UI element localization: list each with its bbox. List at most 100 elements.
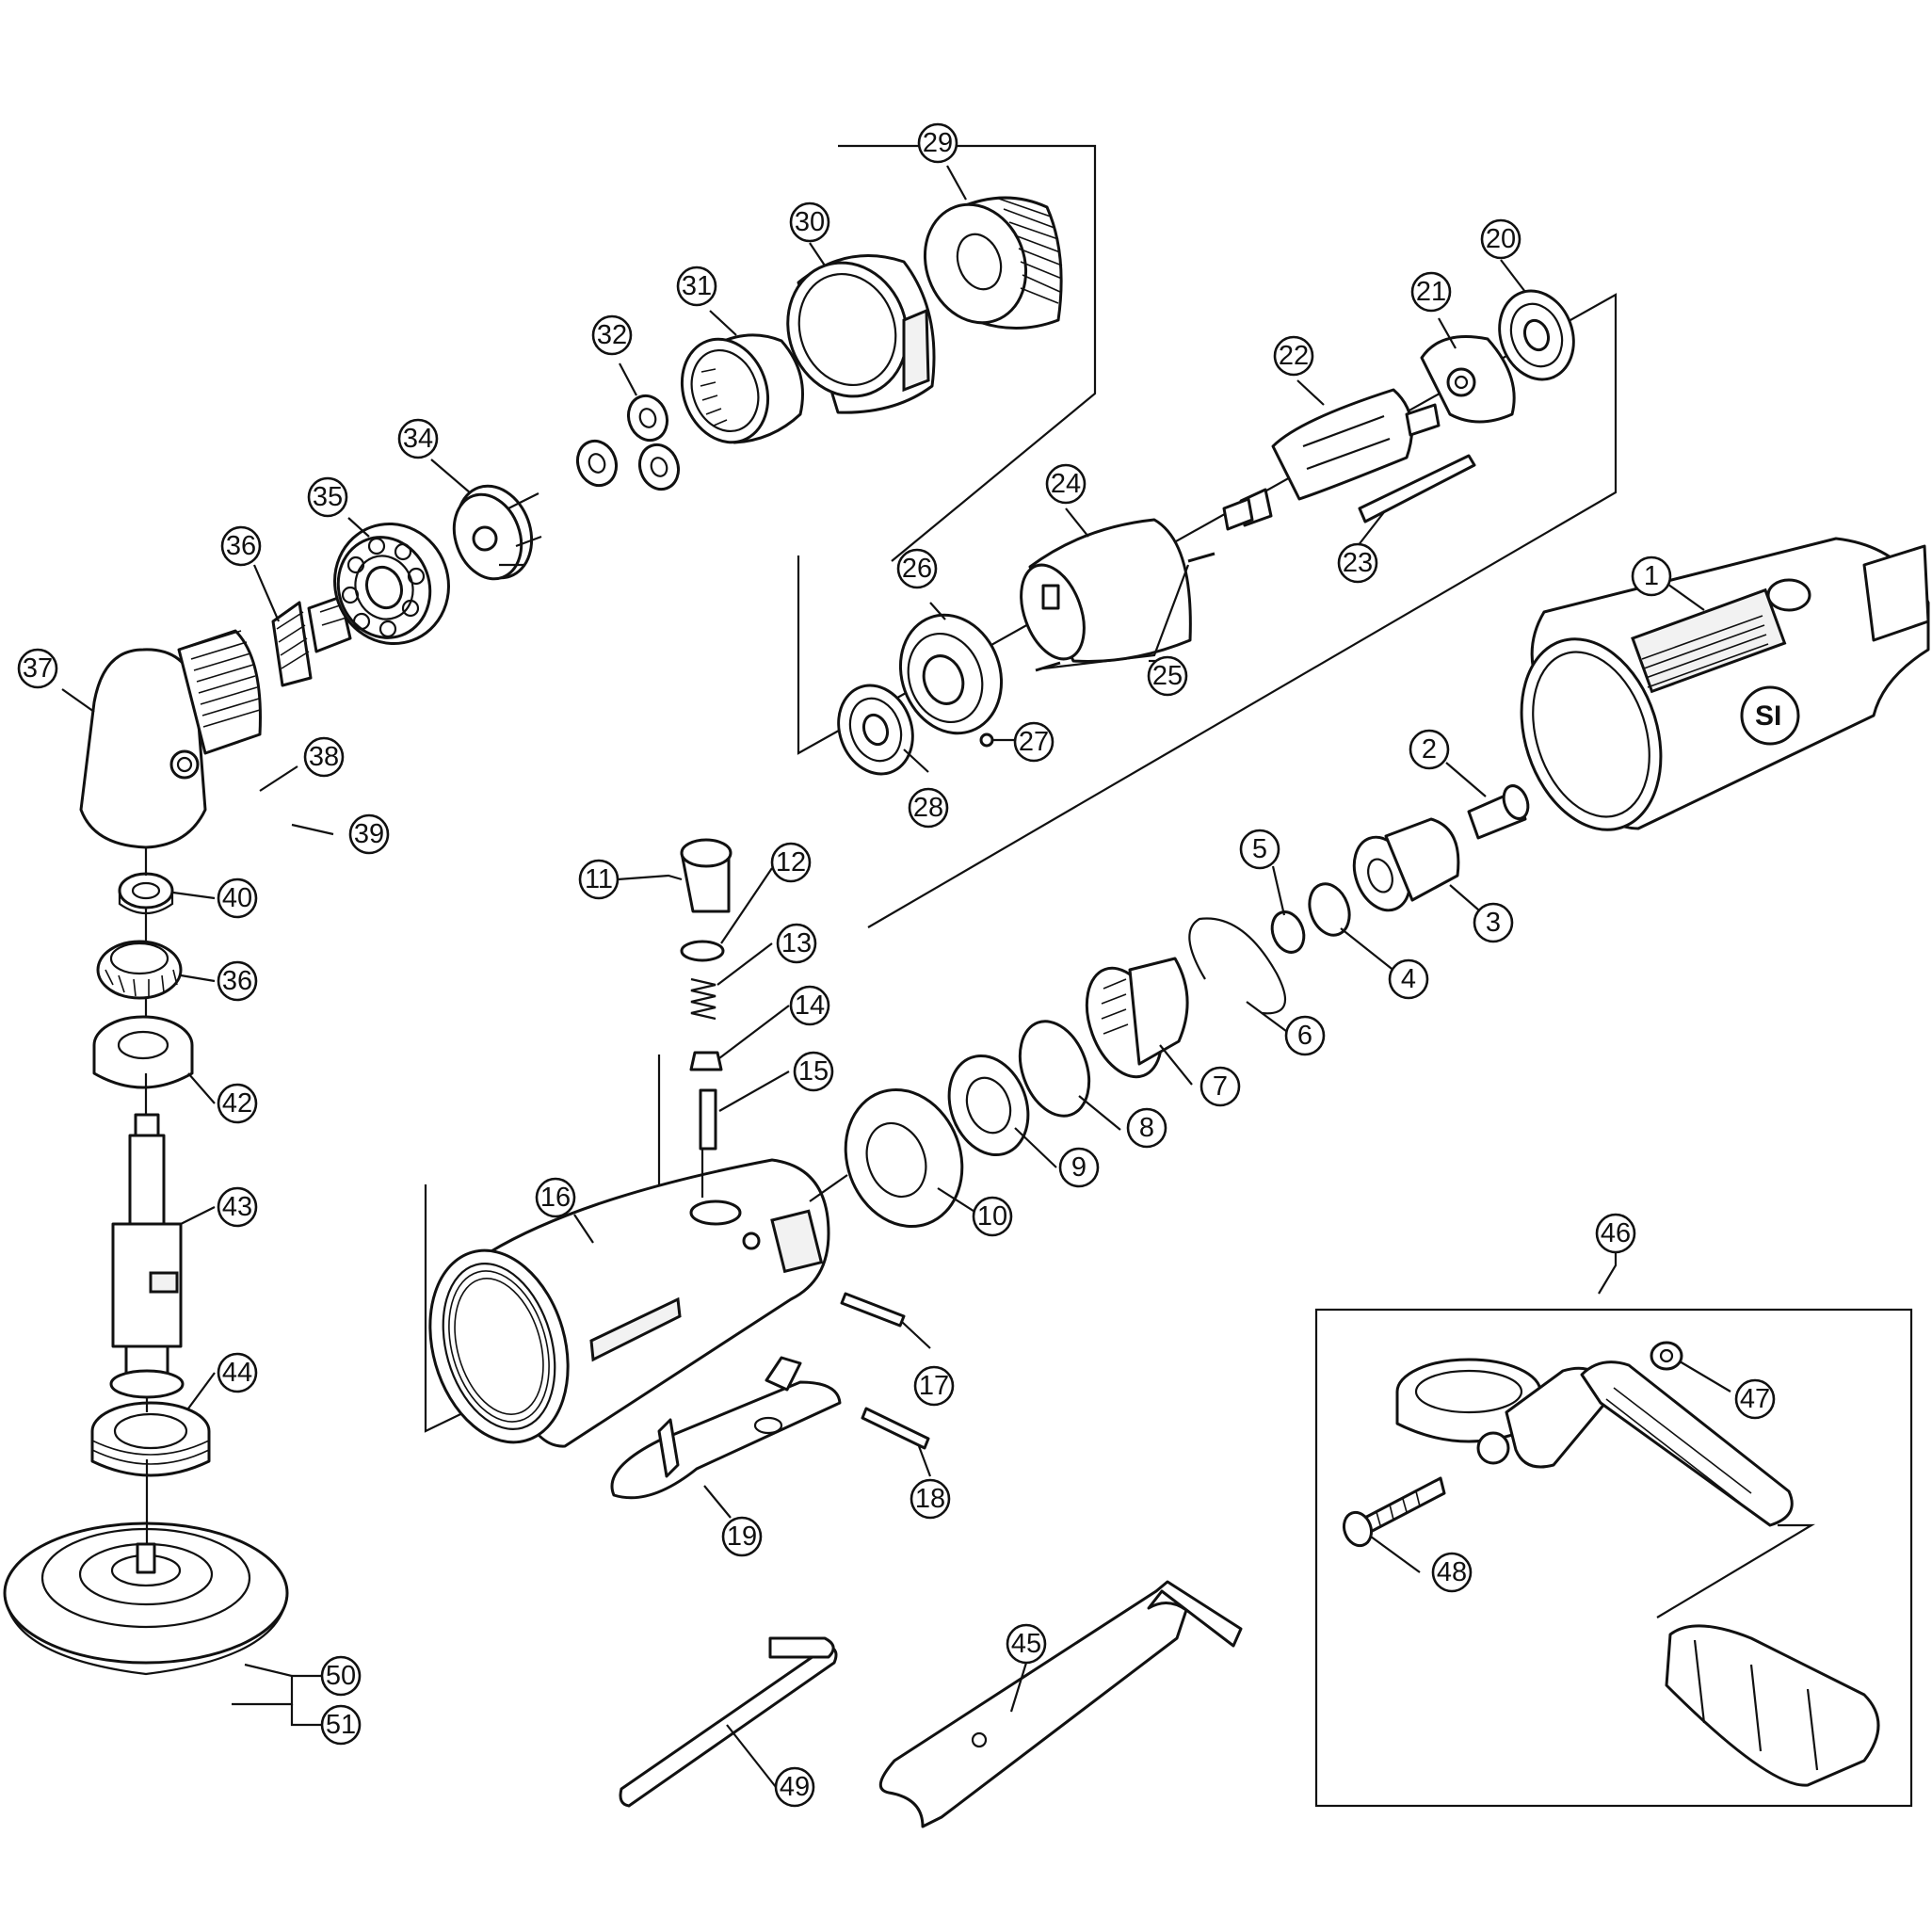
callout-15: 15 xyxy=(793,1051,834,1092)
backing-pad-50-51 xyxy=(3,1521,289,1676)
callout-24: 24 xyxy=(1045,463,1087,505)
callout-10: 10 xyxy=(972,1196,1013,1237)
o-ring-5 xyxy=(1270,910,1306,954)
frame-upper-gear-group xyxy=(838,144,1097,562)
callout-31: 31 xyxy=(676,266,717,307)
lock-nut-44 xyxy=(90,1401,211,1477)
svg-text:21: 21 xyxy=(1416,277,1446,307)
svg-text:18: 18 xyxy=(915,1484,945,1514)
callout-17: 17 xyxy=(913,1365,955,1407)
callout-21: 21 xyxy=(1410,271,1452,313)
callout-3: 3 xyxy=(1473,902,1514,943)
o-ring-12 xyxy=(680,940,725,962)
callout-45: 45 xyxy=(1006,1623,1047,1665)
vane-23 xyxy=(1358,454,1476,523)
svg-text:28: 28 xyxy=(913,793,943,823)
frame-side-handle-kit xyxy=(1314,1308,1913,1808)
front-plate-26 xyxy=(898,613,1004,735)
svg-text:51: 51 xyxy=(326,1710,356,1740)
threaded-cap-29 xyxy=(923,196,1063,330)
callout-36-lower: 36 xyxy=(217,960,258,1002)
callout-50: 50 xyxy=(320,1655,362,1697)
bolt-48 xyxy=(1342,1476,1446,1548)
svg-text:10: 10 xyxy=(977,1201,1007,1232)
callout-19: 19 xyxy=(721,1516,763,1557)
snap-ring-6 xyxy=(1188,917,1286,1015)
callout-40: 40 xyxy=(217,877,258,919)
planet-gears-32 xyxy=(575,394,681,491)
bevel-gear-lower xyxy=(96,940,183,1000)
pins-25 xyxy=(1035,552,1216,672)
callout-27: 27 xyxy=(1013,721,1055,763)
inlet-bushing-3 xyxy=(1352,817,1460,912)
valve-stem-14 xyxy=(689,1051,723,1071)
svg-text:6: 6 xyxy=(1297,1021,1312,1051)
callout-34: 34 xyxy=(397,418,439,459)
callout-26: 26 xyxy=(896,548,938,589)
callout-5: 5 xyxy=(1239,829,1280,870)
callout-49: 49 xyxy=(774,1766,815,1808)
internal-gear-31 xyxy=(680,333,804,444)
callout-48: 48 xyxy=(1431,1552,1473,1593)
planet-gear xyxy=(637,443,681,491)
ball-bearing-35 xyxy=(333,522,450,646)
svg-text:25: 25 xyxy=(1152,661,1183,691)
callout-39: 39 xyxy=(348,813,390,855)
callout-46: 46 xyxy=(1595,1213,1636,1254)
svg-text:3: 3 xyxy=(1486,908,1501,938)
callout-28: 28 xyxy=(908,787,949,829)
svg-text:9: 9 xyxy=(1071,1152,1087,1183)
bevel-gear-upper xyxy=(271,595,352,687)
svg-text:31: 31 xyxy=(682,271,712,301)
svg-text:36: 36 xyxy=(226,531,256,561)
callout-51: 51 xyxy=(320,1704,362,1746)
svg-text:5: 5 xyxy=(1252,834,1267,864)
svg-text:24: 24 xyxy=(1051,469,1081,499)
pin-17 xyxy=(840,1292,906,1328)
callout-20: 20 xyxy=(1480,218,1521,260)
bearing-42 xyxy=(92,1015,194,1089)
svg-text:50: 50 xyxy=(326,1661,356,1691)
planet-gear xyxy=(575,439,619,488)
svg-text:44: 44 xyxy=(222,1358,252,1388)
pin-18 xyxy=(861,1407,930,1450)
svg-text:47: 47 xyxy=(1740,1384,1770,1414)
callout-13: 13 xyxy=(776,923,817,964)
front-bearing-28 xyxy=(837,684,914,776)
callout-1: 1 xyxy=(1631,555,1672,597)
callout-29: 29 xyxy=(917,122,958,164)
nut-47 xyxy=(1650,1341,1683,1371)
callout-9: 9 xyxy=(1058,1147,1100,1188)
callout-37: 37 xyxy=(17,648,58,689)
throttle-valve-7 xyxy=(1085,957,1189,1079)
regulator-9 xyxy=(947,1054,1030,1157)
svg-text:32: 32 xyxy=(597,320,627,350)
callout-12: 12 xyxy=(770,842,812,883)
callout-25: 25 xyxy=(1147,655,1188,697)
callout-23: 23 xyxy=(1337,542,1378,584)
svg-text:26: 26 xyxy=(902,554,932,584)
callout-7: 7 xyxy=(1199,1066,1241,1107)
svg-text:34: 34 xyxy=(403,424,433,454)
callout-35: 35 xyxy=(307,476,348,518)
o-ring-4 xyxy=(1308,882,1351,937)
svg-text:1: 1 xyxy=(1644,561,1659,591)
svg-text:46: 46 xyxy=(1601,1218,1631,1248)
svg-text:30: 30 xyxy=(795,207,825,237)
pin-27 xyxy=(979,733,994,748)
leader-lines xyxy=(61,165,1731,1788)
spring-13 xyxy=(690,977,716,1021)
frame-rotor-group xyxy=(797,293,1618,928)
motor-housing-16 xyxy=(428,1158,830,1448)
svg-text:12: 12 xyxy=(776,847,806,877)
svg-text:45: 45 xyxy=(1011,1629,1041,1659)
svg-text:37: 37 xyxy=(23,653,53,684)
svg-text:8: 8 xyxy=(1139,1113,1154,1143)
side-handle-46 xyxy=(1395,1358,1794,1527)
callout-44: 44 xyxy=(217,1352,258,1393)
callout-4: 4 xyxy=(1388,958,1429,1000)
svg-text:49: 49 xyxy=(780,1772,810,1802)
callout-6: 6 xyxy=(1284,1015,1326,1056)
callout-43: 43 xyxy=(217,1186,258,1228)
handle-grip xyxy=(1665,1624,1880,1787)
